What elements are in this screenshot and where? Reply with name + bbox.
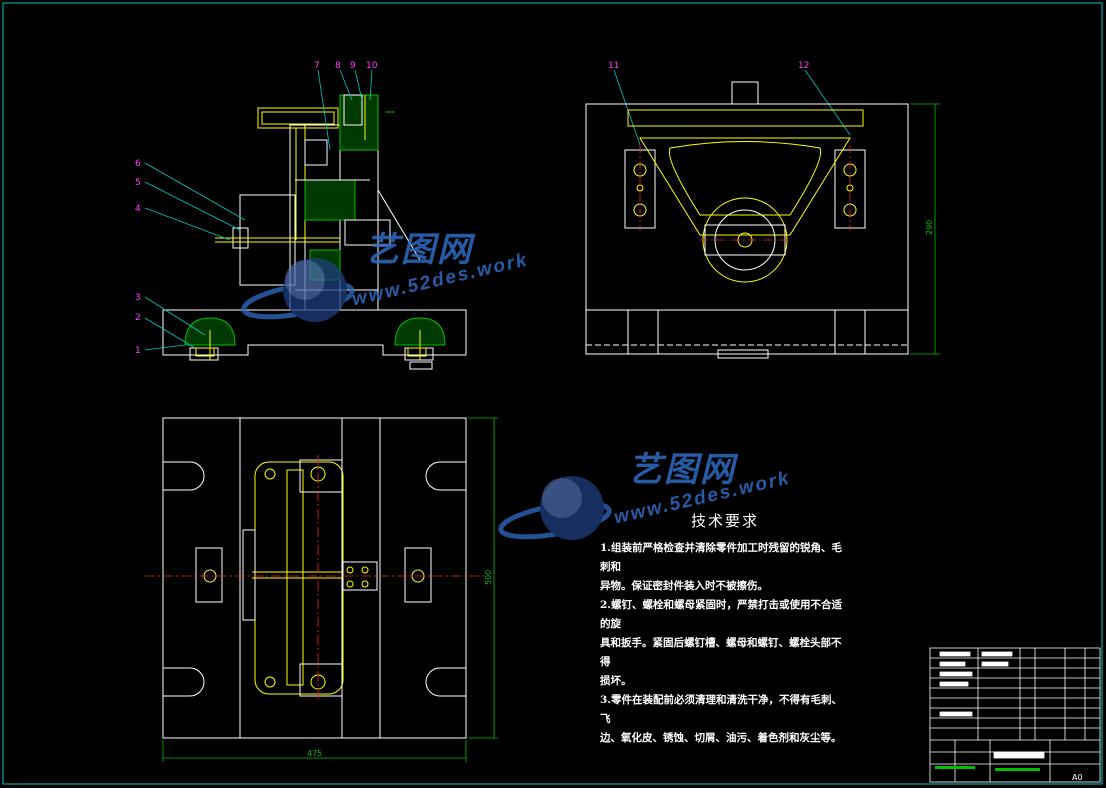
part-label-10: 10 bbox=[366, 61, 378, 71]
dimension-500: 500 bbox=[484, 570, 493, 585]
dim-500 bbox=[468, 417, 498, 739]
title-block bbox=[929, 647, 1101, 783]
requirement-line: 具和扳手。紧固后螺钉槽、螺母和螺钉、螺栓头部不得 bbox=[600, 637, 842, 668]
part-label-6: 6 bbox=[135, 159, 141, 169]
part-leaders bbox=[144, 69, 851, 351]
dimension-475: 475 bbox=[307, 749, 322, 758]
part-label-1: 1 bbox=[135, 346, 141, 356]
plan-view bbox=[162, 417, 467, 739]
end-view-centerlines bbox=[639, 145, 851, 241]
requirement-line: 2.螺钉、螺栓和螺母紧固时，严禁打击或使用不合适的旋 bbox=[600, 599, 842, 630]
requirement-line: 损坏。 bbox=[600, 675, 632, 687]
end-view-holes bbox=[633, 163, 857, 217]
requirement-line: 1.组装前严格检查并清除零件加工时残留的锐角、毛刺和 bbox=[600, 542, 842, 573]
dim-290 bbox=[910, 103, 940, 355]
part-label-4: 4 bbox=[135, 204, 141, 214]
dimension-290: 290 bbox=[925, 220, 934, 235]
part-label-5: 5 bbox=[135, 178, 141, 188]
part-label-7: 7 bbox=[314, 61, 320, 71]
part-label-2: 2 bbox=[135, 313, 141, 323]
watermark-globe-icon-2 bbox=[498, 476, 612, 540]
part-label-11: 11 bbox=[608, 61, 619, 71]
part-label-12: 12 bbox=[798, 61, 809, 71]
part-label-8: 8 bbox=[335, 61, 341, 71]
requirement-line: 异物。保证密封件装入时不被擦伤。 bbox=[600, 580, 768, 592]
sheet-size: A0 bbox=[1072, 773, 1083, 782]
technical-requirements: 技术要求 1.组装前严格检查并清除零件加工时残留的锐角、毛刺和 异物。保证密封件… bbox=[600, 510, 850, 748]
plan-view-centerlines bbox=[145, 455, 490, 700]
part-label-9: 9 bbox=[350, 61, 356, 71]
requirement-line: 边、氧化皮、锈蚀、切屑、油污、着色剂和灰尘等。 bbox=[600, 732, 842, 744]
watermark-globe-icon bbox=[241, 258, 355, 322]
requirement-line: 3.零件在装配前必须清理和清洗干净，不得有毛刺、飞 bbox=[600, 694, 842, 725]
watermark-brand-2: 艺图网 bbox=[628, 451, 736, 489]
technical-requirements-title: 技术要求 bbox=[690, 512, 759, 530]
part-numbers: 1 2 3 4 5 6 7 8 9 10 11 12 bbox=[135, 61, 809, 356]
end-view bbox=[585, 81, 909, 359]
watermark-brand: 艺图网 bbox=[365, 231, 473, 269]
dim-475 bbox=[162, 740, 467, 762]
part-label-3: 3 bbox=[135, 293, 141, 303]
